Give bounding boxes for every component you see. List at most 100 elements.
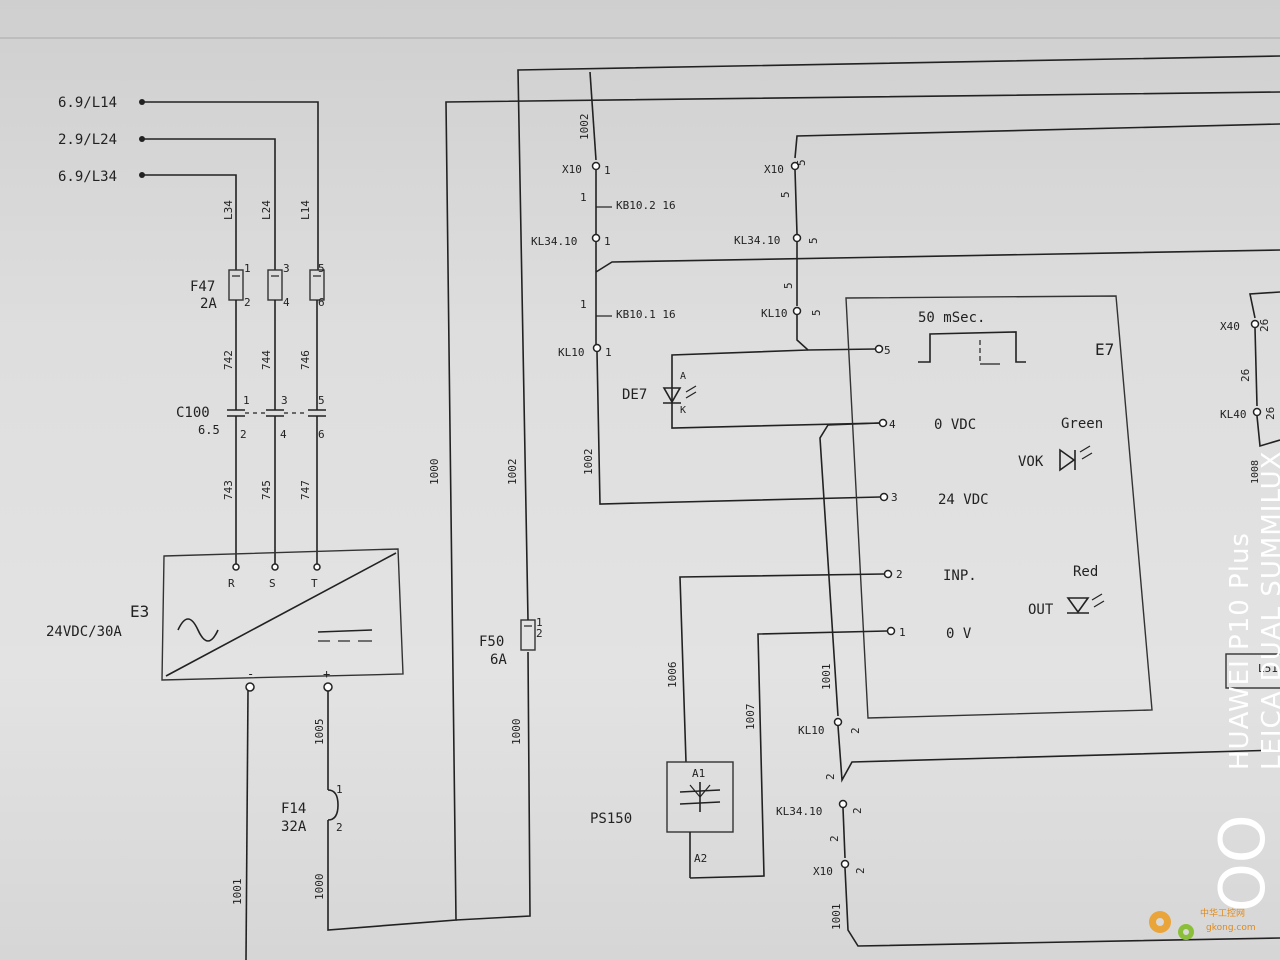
e7-pin-1: 1 [899,626,906,639]
breaker-f14: F14 32A 1 2 [281,783,343,835]
fuse-f47-name: F47 [190,279,215,295]
terminal-l24: 2.9/L24 [58,132,276,270]
psu-phase-s: S [269,577,276,590]
f14-pin-2: 2 [336,821,343,834]
wire-label-745: 745 [260,480,273,500]
psu-phase-r: R [228,577,235,590]
led-de7-name: DE7 [622,387,647,403]
wire-label-l34: L34 [222,200,235,220]
wire-label-1000-bottom: 1000 [313,874,326,901]
right-x40-label: X40 [1220,320,1240,333]
wire-label-1001-bottom: 1001 [830,904,843,931]
ps150-a1: A1 [692,767,705,780]
wire-label-1000-f50: 1000 [510,719,523,746]
bottom-wire-2b: 2 [828,835,841,842]
col2-kl10-pin: 5 [810,309,823,316]
wire-label-1007: 1007 [744,704,757,731]
right-wire-26: 26 [1239,369,1252,382]
f47-pin-5: 5 [318,262,325,275]
fuse-f50-name: F50 [479,634,504,650]
wire-label-1000-vertical: 1000 [428,459,441,486]
psu-plus: + [323,667,330,681]
terminal-l34: 6.9/L34 [58,169,237,270]
right-cut-label-2: L51 [1258,662,1278,675]
e7-out: OUT [1028,602,1054,618]
f47-pin-3: 3 [283,262,290,275]
watermark-line-2: LEICA DUAL SUMMILUX [1257,451,1280,770]
wire-label-1006: 1006 [666,662,679,689]
breaker-f14-rating: 32A [281,819,307,835]
e7-pin-4: 4 [889,418,896,431]
right-cut-label: 1008 [1250,460,1261,484]
e7-pin-3-label: 24 VDC [938,492,989,508]
f47-pin-2: 2 [244,296,251,309]
e7-vok: VOK [1018,454,1044,470]
wire-label-1002-bottom: 1002 [582,449,595,476]
col2-x10-label: X10 [764,163,784,176]
wire-label-746: 746 [299,350,312,370]
fuse-f50-rating: 6A [490,652,507,668]
col2-kl3410-label: KL34.10 [734,234,780,247]
col1-x10-label: X10 [562,163,582,176]
fuse-f50: F50 6A 1 2 [479,616,543,668]
f50-pin-2: 2 [536,627,543,640]
e7-pin-5: 5 [884,344,891,357]
right-kl40-label: KL40 [1220,408,1247,421]
col1-kl3410-pin: 1 [604,235,611,248]
psu-phase-t: T [311,577,318,590]
bottom-kl10-label: KL10 [798,724,825,737]
c100-pin-5: 5 [318,394,325,407]
module-e7: E7 50 mSec. 5 4 0 VDC 3 24 VDC 2 INP. 1 … [845,295,1153,719]
power-supply-e3: R S T - + E3 24VDC/30A [46,548,404,692]
bottom-x10-label: X10 [813,865,833,878]
watermark-line-1: HUAWEI P10 Plus [1225,532,1255,770]
e7-pin-1-label: 0 V [946,626,972,642]
wire-label-742: 742 [222,350,235,370]
site-logo: 中华工控网 gkong.com [1149,907,1256,940]
f50-pin-1: 1 [536,616,543,629]
ps150-name: PS150 [590,811,632,827]
terminal-l14: 6.9/L14 [58,95,319,270]
module-e7-name: E7 [1095,340,1114,359]
capacitor-c100: C100 6.5 1 2 3 4 5 6 [176,394,326,441]
fuse-f47-rating: 2A [200,296,217,312]
bottom-kl10-pin: 2 [849,727,862,734]
e7-pin-4-label: 0 VDC [934,417,976,433]
site-name: gkong.com [1206,923,1256,933]
led-de7-cathode: K [680,405,686,416]
col2-x10-pin: 5 [795,159,808,166]
bottom-kl3410-label: KL34.10 [776,805,822,818]
psu-e3-rating: 24VDC/30A [46,624,122,640]
c100-pin-3: 3 [281,394,288,407]
e7-pin-2: 2 [896,568,903,581]
c100-pin-1: 1 [243,394,250,407]
wire-label-1002-top: 1002 [578,114,591,141]
e7-pin-2-label: INP. [943,568,977,584]
e7-vok-color: Green [1061,416,1103,432]
module-e7-timing: 50 mSec. [918,310,985,326]
col1-kl10-label: KL10 [558,346,585,359]
col2-kl10-label: KL10 [761,307,788,320]
right-kl40-pin: 26 [1264,407,1277,420]
wire-label-l24: L24 [260,200,273,220]
col1-kb102: KB10.2 16 [616,199,676,212]
wire-label-l14: L14 [299,200,312,220]
f47-pin-1: 1 [244,262,251,275]
capacitor-c100-name: C100 [176,405,210,421]
c100-pin-4: 4 [280,428,287,441]
watermark-badge: OO [1206,814,1279,912]
e7-out-color: Red [1073,564,1098,580]
wire-label-743: 743 [222,480,235,500]
psu-minus: - [247,667,254,681]
f14-pin-1: 1 [336,783,343,796]
wire-label-1002-vertical: 1002 [506,459,519,486]
wire-label-1001-psu: 1001 [231,879,244,906]
wire-label-1005: 1005 [313,719,326,746]
terminal-label-l34: 6.9/L34 [58,169,117,185]
col2-kl3410-pin: 5 [807,237,820,244]
ps150-a2: A2 [694,852,707,865]
col1-wire-1b: 1 [580,298,587,311]
f47-pin-4: 4 [283,296,290,309]
